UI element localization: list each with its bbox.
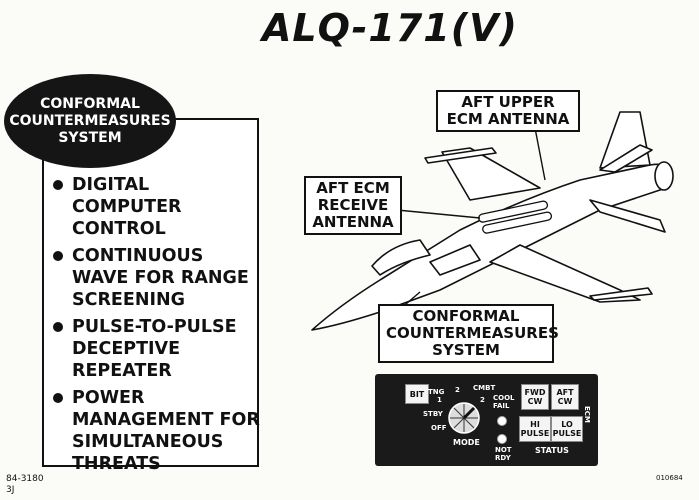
cool-fail-label: COOL FAIL — [493, 394, 515, 410]
cool-fail-indicator — [497, 416, 507, 426]
oval-line-3: SYSTEM — [58, 129, 122, 146]
mode-position-stby: STBY — [423, 410, 443, 418]
features-panel — [42, 118, 259, 467]
ecm-pod — [478, 200, 549, 223]
feature-text: POWER MANAGEMENT FOR SIMULTANEOUS THREAT… — [72, 388, 260, 474]
ecm-pod — [482, 211, 553, 234]
fwd-cw-button[interactable]: FWD CW — [521, 384, 549, 410]
callout-line: ANTENNA — [312, 213, 394, 231]
fwd-cw-line1: FWD — [524, 388, 546, 397]
leader-line — [396, 209, 481, 219]
feature-text: CONTINUOUS WAVE FOR RANGE SCREENING — [72, 246, 249, 310]
upper-wing — [441, 147, 541, 201]
aft-cw-button[interactable]: AFT CW — [551, 384, 579, 410]
bullet-dot — [53, 322, 63, 332]
mode-label: MODE — [453, 438, 480, 447]
bullet-dot — [53, 251, 63, 261]
footer-code-1: 84-3180 — [6, 474, 44, 484]
page-title: ALQ-171(V) — [262, 6, 518, 50]
aft-cw-line2: CW — [557, 397, 573, 406]
mode-position-off: OFF — [431, 424, 447, 432]
callout-line: AFT ECM — [316, 179, 390, 197]
mode-knob[interactable] — [446, 400, 482, 436]
callout-line: CONFORMAL — [412, 307, 520, 325]
oval-line-1: CONFORMAL — [40, 95, 140, 112]
intake — [429, 244, 481, 276]
callout-line: SYSTEM — [432, 341, 500, 359]
mode-position-trng: TNG — [428, 388, 445, 396]
feature-item: POWER MANAGEMENT FOR SIMULTANEOUS THREAT… — [52, 387, 262, 475]
feature-item: CONTINUOUS WAVE FOR RANGE SCREENING — [52, 245, 262, 311]
mode-position-1: 1 — [437, 396, 442, 404]
horizontal-tail — [589, 199, 666, 233]
aft-cw-line1: AFT — [556, 388, 574, 397]
bullet-dot — [53, 393, 63, 403]
footer-code-2: 3J — [6, 485, 15, 495]
lo-pulse-button[interactable]: LO PULSE — [551, 416, 583, 442]
callout-line: AFT UPPER — [461, 93, 555, 111]
feature-text: PULSE-TO-PULSE DECEPTIVE REPEATER — [72, 317, 237, 381]
callout-aft-receive-antenna: AFT ECM RECEIVE ANTENNA — [304, 176, 402, 235]
mode-position-2: 2 — [455, 386, 460, 394]
footer-reference: 010684 — [656, 474, 683, 482]
feature-text: DIGITAL COMPUTER CONTROL — [72, 175, 182, 239]
horizontal-tail — [599, 144, 653, 173]
not-rdy-label: NOT RDY — [495, 446, 512, 462]
callout-line: RECEIVE — [317, 196, 389, 214]
bullet-dot — [53, 180, 63, 190]
exhaust — [654, 161, 674, 191]
fwd-cw-line2: CW — [527, 397, 543, 406]
bit-label: BIT — [409, 389, 425, 399]
mode-position-cmbt: CMBT — [473, 384, 496, 392]
bit-button[interactable]: BIT — [405, 384, 429, 404]
lower-wing — [489, 244, 641, 303]
canopy — [371, 239, 431, 276]
callout-aft-upper-antenna: AFT UPPER ECM ANTENNA — [436, 90, 580, 132]
not-rdy-indicator — [497, 434, 507, 444]
system-name-oval: CONFORMAL COUNTERMEASURES SYSTEM — [4, 74, 176, 168]
callout-conformal-system: CONFORMAL COUNTERMEASURES SYSTEM — [378, 304, 559, 363]
callout-line: ECM ANTENNA — [446, 110, 570, 128]
callout-line: COUNTERMEASURES — [386, 324, 559, 342]
side-ecm-label: ECM — [583, 406, 591, 423]
lo-pulse-line2: PULSE — [552, 429, 582, 438]
hi-pulse-button[interactable]: HI PULSE — [519, 416, 551, 442]
oval-line-2: COUNTERMEASURES — [9, 112, 171, 129]
wingtip-rail — [589, 287, 653, 301]
leader-line — [534, 127, 546, 181]
feature-item: DIGITAL COMPUTER CONTROL — [52, 174, 262, 240]
lo-pulse-line1: LO — [561, 420, 573, 429]
wingtip-rail — [424, 147, 497, 164]
status-label: STATUS — [535, 446, 569, 455]
hi-pulse-line1: HI — [530, 420, 540, 429]
mode-position-2b: 2 — [480, 396, 485, 404]
hi-pulse-line2: PULSE — [520, 429, 550, 438]
feature-list: DIGITAL COMPUTER CONTROL CONTINUOUS WAVE… — [52, 174, 262, 480]
feature-item: PULSE-TO-PULSE DECEPTIVE REPEATER — [52, 316, 262, 382]
ecm-control-panel: BIT TNG 2 CMBT 1 2 STBY OFF MODE COOL FA… — [375, 374, 598, 466]
